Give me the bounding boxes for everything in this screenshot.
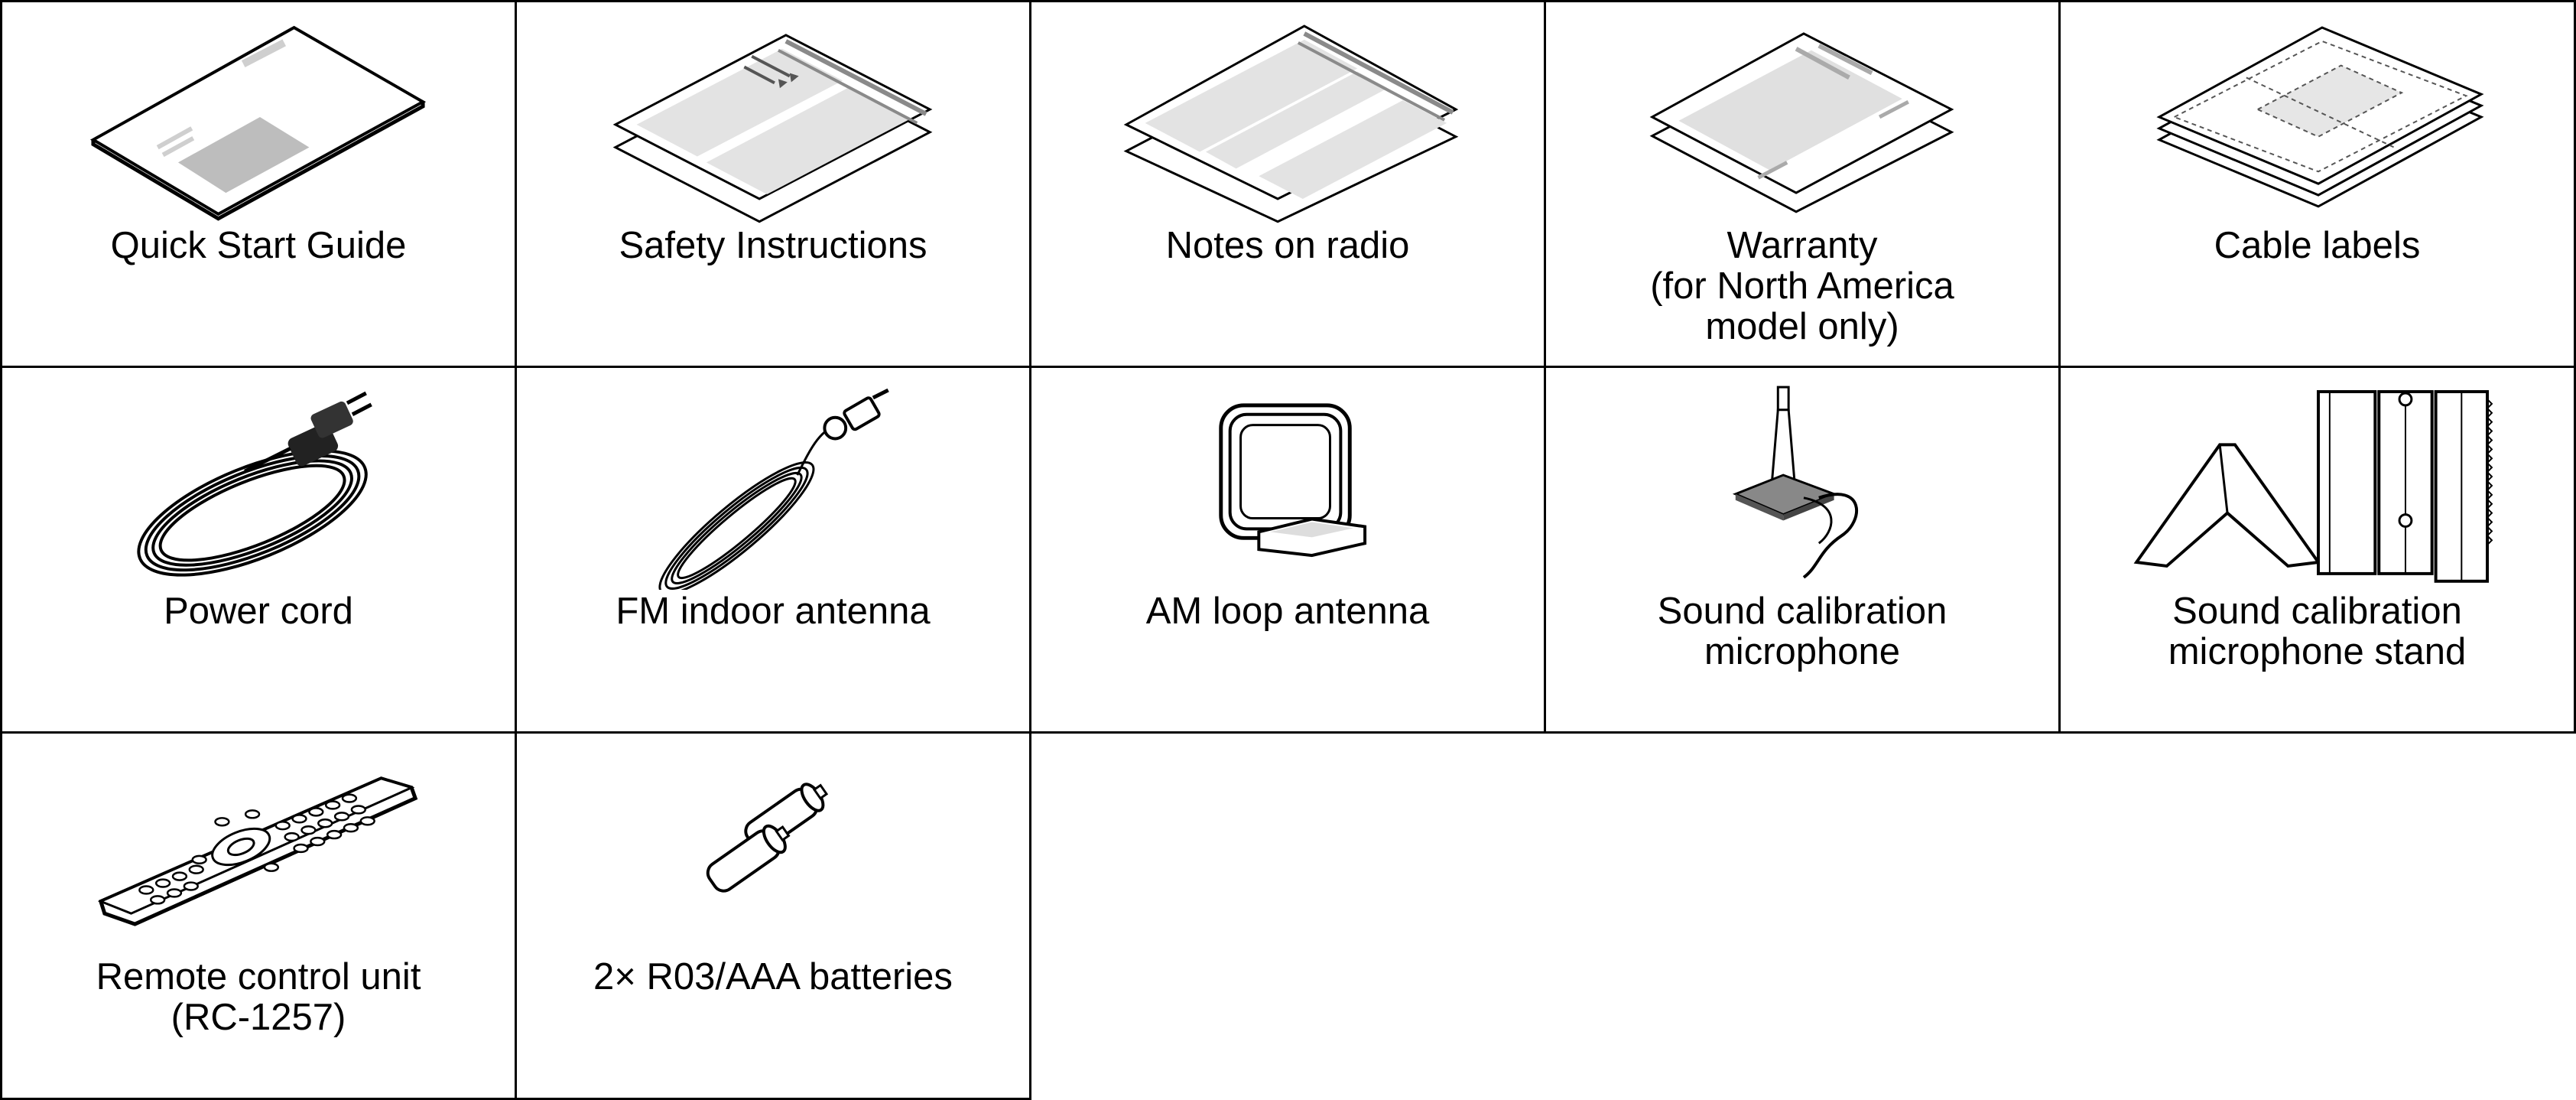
accessory-label: Notes on radio <box>1165 225 1410 266</box>
am-loop-antenna-icon <box>1031 368 1544 590</box>
cell-sound-calibration-microphone-stand: Sound calibration microphone stand <box>2058 366 2576 734</box>
accessory-label: Warranty (for North America model only) <box>1650 225 1954 347</box>
fm-antenna-icon <box>517 368 1029 590</box>
accessory-label: FM indoor antenna <box>616 591 931 632</box>
accessory-label: AM loop antenna <box>1145 591 1430 632</box>
remote-control-icon <box>2 734 515 955</box>
notes-on-radio-icon <box>1031 2 1544 224</box>
microphone-icon <box>1546 368 2058 590</box>
cell-power-cord: Power cord <box>0 366 517 734</box>
accessory-label: Safety Instructions <box>619 225 927 266</box>
accessory-label: Cable labels <box>2214 225 2421 266</box>
cell-batteries: 2× R03/AAA batteries <box>515 731 1031 1100</box>
cell-quick-start-guide: Quick Start Guide <box>0 0 517 368</box>
accessory-label: 2× R03/AAA batteries <box>593 956 953 997</box>
accessory-label: Power cord <box>164 591 353 632</box>
cable-labels-icon <box>2061 2 2574 224</box>
cell-warranty: Warranty (for North America model only) <box>1544 0 2061 368</box>
accessory-label: Sound calibration microphone <box>1657 591 1947 672</box>
quick-start-guide-icon <box>2 2 515 224</box>
safety-instructions-icon <box>517 2 1029 224</box>
accessory-label: Remote control unit (RC-1257) <box>96 956 421 1038</box>
microphone-stand-icon <box>2061 368 2574 590</box>
cell-notes-on-radio: Notes on radio <box>1029 0 1546 368</box>
cell-am-loop-antenna: AM loop antenna <box>1029 366 1546 734</box>
cell-sound-calibration-microphone: Sound calibration microphone <box>1544 366 2061 734</box>
cell-cable-labels: Cable labels <box>2058 0 2576 368</box>
accessory-label: Sound calibration microphone stand <box>2168 591 2467 672</box>
cell-remote-control-unit: Remote control unit (RC-1257) <box>0 731 517 1100</box>
cell-safety-instructions: Safety Instructions <box>515 0 1031 368</box>
batteries-icon <box>517 734 1029 955</box>
power-cord-icon <box>2 368 515 590</box>
warranty-icon <box>1546 2 2058 224</box>
cell-fm-indoor-antenna: FM indoor antenna <box>515 366 1031 734</box>
accessory-label: Quick Start Guide <box>110 225 407 266</box>
